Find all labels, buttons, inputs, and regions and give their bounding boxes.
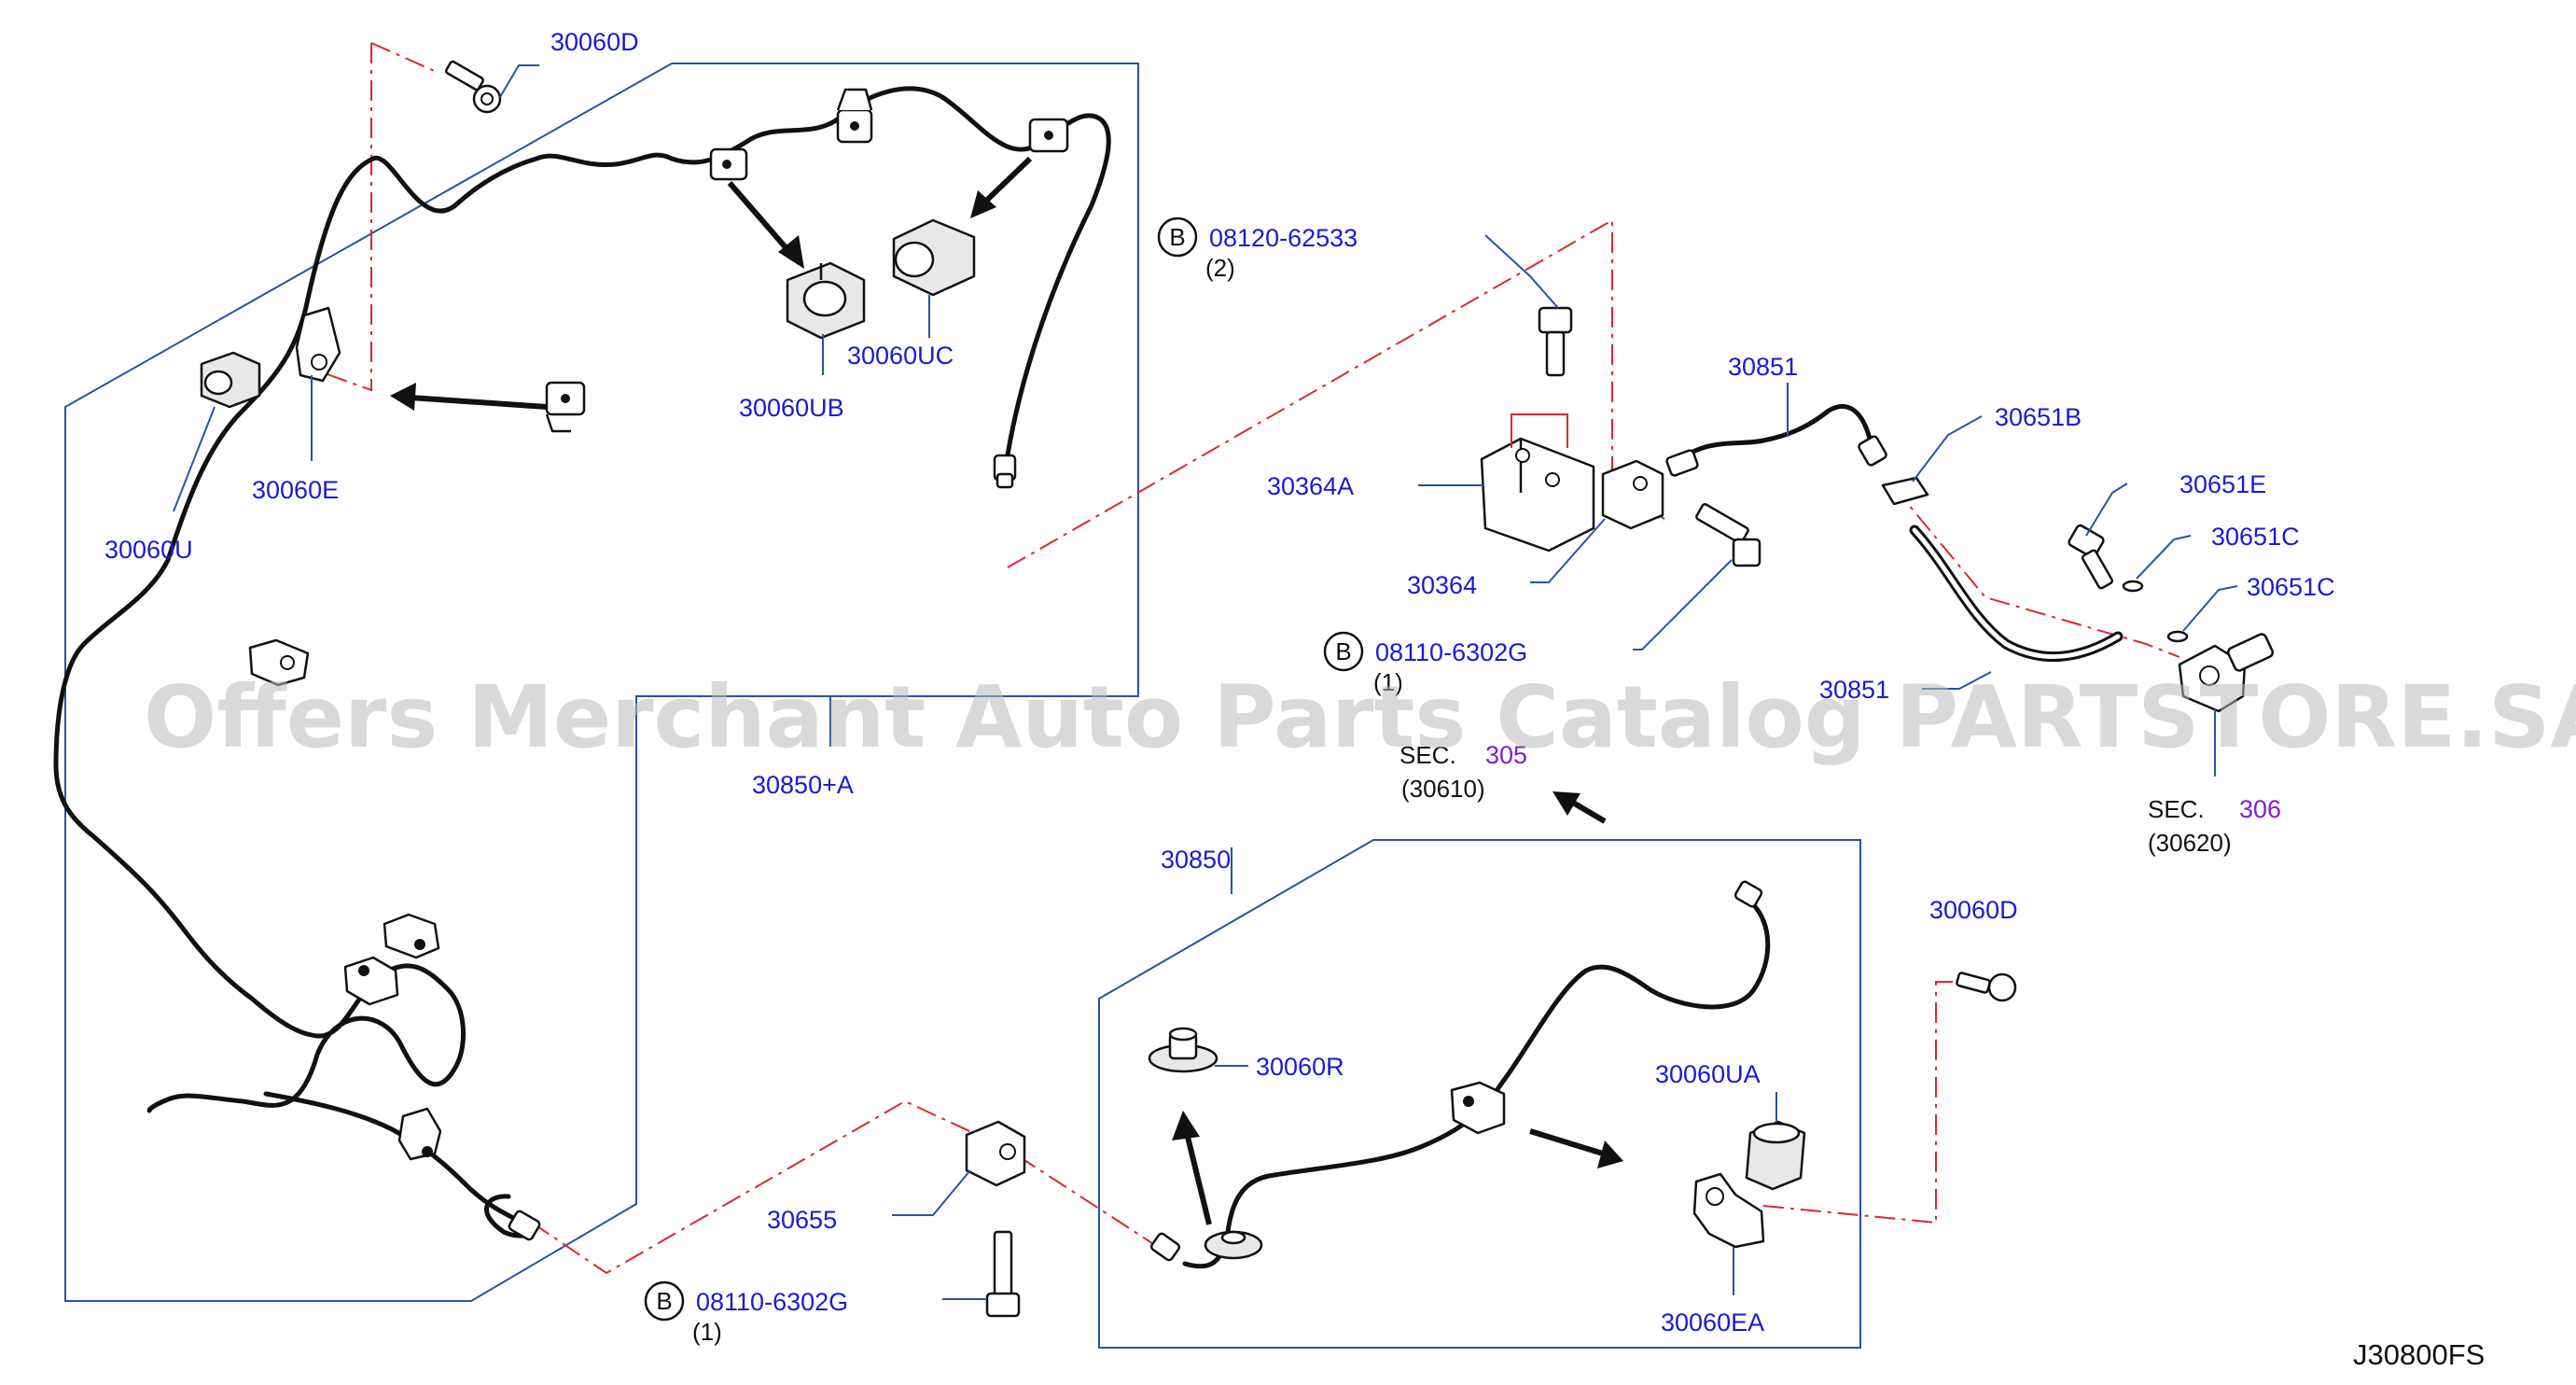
grommet-30060r-mounted (1204, 1230, 1263, 1260)
bolt-ref-08120-62533: B 08120-62533 (2) (1157, 217, 1358, 282)
svg-text:(30620): (30620) (2148, 829, 2232, 857)
arrow-to-sec305 (1553, 791, 1607, 824)
label-30850: 30850 (1161, 846, 1231, 874)
svg-text:(30610): (30610) (1401, 775, 1485, 803)
bracket-30655 (965, 1120, 1026, 1187)
hose-30851-pipe (1673, 403, 1873, 466)
pipe-clip-30850 (1450, 1081, 1506, 1135)
phantom-line-30655 (531, 1099, 1156, 1275)
label-30060uc: 30060UC (847, 342, 954, 370)
clip-30651b (1881, 476, 1929, 506)
svg-text:B: B (1169, 223, 1185, 251)
grommet-30060r (1148, 1027, 1218, 1073)
svg-text:08110-6302G: 08110-6302G (696, 1288, 848, 1316)
phantom-line-30060ea (1762, 981, 1967, 1224)
grommet-30060uc (892, 218, 976, 297)
phantom-line-30060d-top (370, 42, 439, 74)
arrow-to-30060e (390, 383, 548, 411)
pipe-end-fitting-30850-lower (1149, 1232, 1181, 1262)
grommet-30060u (200, 351, 261, 409)
section-ref-306: SEC. 306 (30620) (2148, 795, 2281, 857)
pipe-clip-7 (343, 956, 399, 1006)
pipe-end-fitting-lower (508, 1210, 541, 1241)
pipe-clip-1 (709, 147, 748, 181)
label-30651c-2: 30651C (2247, 573, 2335, 601)
label-30851-top: 30851 (1728, 353, 1798, 381)
label-30850-a: 30850+A (752, 771, 854, 799)
bolt-30651e (2068, 524, 2114, 590)
pipe-clip-4 (545, 381, 586, 433)
svg-text:08110-6302G: 08110-6302G (1375, 638, 1527, 666)
arrow-to-30060r (1172, 1111, 1212, 1225)
svg-text:306: 306 (2239, 795, 2281, 823)
bolt-08120-62533 (1538, 306, 1573, 377)
pipe-clip-3 (1028, 118, 1069, 153)
grommet-30060ua (1745, 1120, 1806, 1191)
pipe-clip-6 (383, 913, 440, 959)
grommet-30060ub (786, 261, 866, 340)
svg-text:(2): (2) (1205, 254, 1235, 282)
label-30655: 30655 (767, 1206, 837, 1234)
label-30060ea: 30060EA (1661, 1308, 1764, 1336)
bolt-30060d-right (1956, 972, 2017, 1002)
bolt-30060d-top (445, 60, 502, 114)
pipe-clip-8 (397, 1107, 442, 1161)
phantom-line-30851 (1893, 484, 2180, 658)
frame-30850 (1098, 839, 1861, 1349)
pipe-clip-5 (248, 638, 310, 687)
label-30060ub: 30060UB (739, 394, 844, 422)
pipe-end-fitting-30850 (1734, 880, 1763, 908)
label-30364a: 30364A (1267, 472, 1354, 500)
label-30060ua: 30060UA (1655, 1060, 1761, 1088)
drawing-code: J30800FS (2353, 1338, 2485, 1371)
label-30060d-right: 30060D (1929, 896, 2018, 924)
section-ref-305: SEC. 305 (30610) (1399, 741, 1527, 803)
label-30060e: 30060E (252, 476, 339, 504)
bolt-08110-6302g-lower (985, 1230, 1021, 1318)
clip-30060ea (1692, 1172, 1765, 1249)
svg-text:305: 305 (1485, 741, 1527, 769)
bracket-30364a (1480, 413, 1595, 553)
frame-30850-a (64, 63, 1139, 1302)
svg-text:SEC.: SEC. (2148, 795, 2205, 823)
label-30060r: 30060R (1256, 1053, 1344, 1081)
pipe-clip-2 (836, 88, 873, 144)
label-30651b: 30651B (1995, 403, 2082, 431)
svg-text:B: B (656, 1287, 672, 1315)
label-30364: 30364 (1407, 571, 1477, 599)
pipe-end-fitting-upper (993, 454, 1017, 489)
brake-pipe-30850 (1182, 901, 1771, 1269)
washer-30651c-2 (2166, 630, 2189, 643)
caliper-fitting-sec306 (2178, 633, 2275, 713)
bolt-ref-08110-6302g-lower: B 08110-6302G (1) (644, 1280, 848, 1346)
phantom-line-30364 (1007, 218, 1665, 568)
brake-pipe-30850-a-lower (263, 1091, 537, 1238)
arrow-to-30060ua (1529, 1128, 1623, 1168)
label-30651e: 30651E (2179, 470, 2266, 498)
clip-30060e (295, 306, 341, 383)
label-30060d-top: 30060D (550, 28, 639, 56)
arrow-to-30060ub (727, 181, 804, 269)
bolt-ref-08110-6302g-upper: B 08110-6302G (1) (1323, 631, 1527, 696)
watermark-text: Offers Merchant Auto Parts Catalog PARTS… (144, 667, 2576, 767)
block-30364 (1601, 459, 1664, 530)
svg-text:08120-62533: 08120-62533 (1209, 224, 1358, 252)
hose-30851-fitting (1665, 435, 1887, 477)
svg-text:(1): (1) (1373, 668, 1403, 696)
svg-text:B: B (1335, 637, 1351, 665)
label-30851-bottom: 30851 (1819, 676, 1889, 704)
label-30060u: 30060U (104, 536, 193, 564)
bolt-08110-6302g-upper (1695, 503, 1761, 567)
washer-30651c-1 (2122, 580, 2144, 593)
svg-text:SEC.: SEC. (1399, 741, 1456, 769)
arrow-to-30060uc (970, 156, 1033, 218)
svg-text:(1): (1) (692, 1318, 722, 1346)
label-30651c-1: 30651C (2211, 523, 2300, 551)
brake-pipe-30850-a (53, 86, 1111, 1113)
